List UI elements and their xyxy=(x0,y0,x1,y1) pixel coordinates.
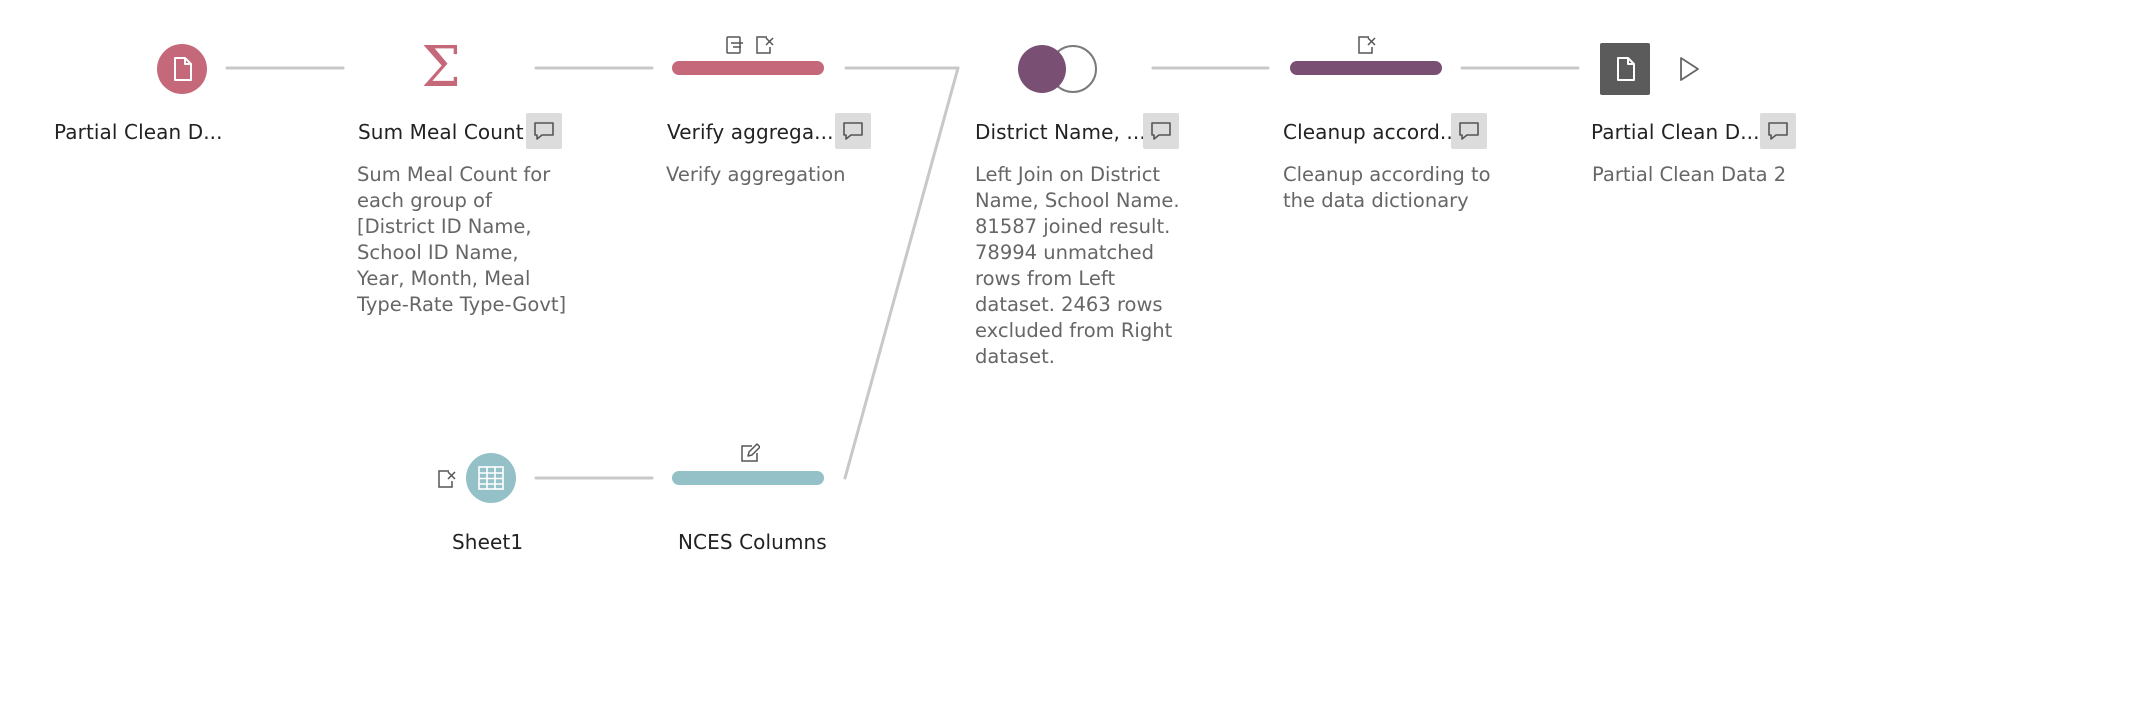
node-cleanup-title[interactable]: Cleanup accord... xyxy=(1283,120,1460,144)
node-verify-title[interactable]: Verify aggrega... xyxy=(667,120,834,144)
remove-field-change-button-sheet[interactable] xyxy=(436,468,458,490)
remove-field-icon xyxy=(438,470,456,488)
comment-icon xyxy=(1459,122,1479,140)
node-clean-nces-columns[interactable] xyxy=(672,471,824,485)
filter-change-button[interactable] xyxy=(724,34,746,56)
node-nces-title[interactable]: NCES Columns xyxy=(678,530,827,554)
node-aggregate-title[interactable]: Sum Meal Count xyxy=(358,120,524,144)
comment-icon xyxy=(534,122,554,140)
remove-field-icon xyxy=(756,36,774,54)
left-join-icon[interactable] xyxy=(1017,44,1099,94)
output-document-icon[interactable] xyxy=(1600,43,1650,95)
remove-field-change-button-cleanup[interactable] xyxy=(1356,34,1378,56)
sigma-icon[interactable]: Σ xyxy=(421,35,461,100)
remove-field-change-button[interactable] xyxy=(754,34,776,56)
table-grid-icon[interactable] xyxy=(466,453,516,503)
comment-button-verify[interactable] xyxy=(835,113,871,149)
node-sheet1-title[interactable]: Sheet1 xyxy=(452,530,524,554)
node-output-description: Partial Clean Data 2 xyxy=(1592,163,1787,186)
document-icon[interactable] xyxy=(157,44,207,94)
node-aggregate-description: Sum Meal Count for each group of [Distri… xyxy=(357,163,567,316)
node-cleanup-description: Cleanup according to the data dictionary xyxy=(1283,163,1491,212)
node-clean-cleanup[interactable] xyxy=(1290,61,1442,75)
node-output-partial-clean-data[interactable] xyxy=(1600,43,1650,95)
filter-icon xyxy=(726,36,743,54)
node-verify-description: Verify aggregation xyxy=(666,163,846,186)
node-join-district-name[interactable] xyxy=(1017,44,1099,94)
node-join-description: Left Join on District Name, School Name.… xyxy=(975,163,1180,368)
node-output-title[interactable]: Partial Clean D... xyxy=(1591,120,1760,144)
comment-icon xyxy=(1151,122,1171,140)
comment-button-join[interactable] xyxy=(1143,113,1179,149)
connector-nces-join xyxy=(843,66,960,480)
play-icon xyxy=(1680,57,1699,81)
remove-field-icon xyxy=(1358,36,1376,54)
node-join-title[interactable]: District Name, ... xyxy=(975,120,1146,144)
node-input-sheet1[interactable] xyxy=(466,453,516,503)
comment-button-output[interactable] xyxy=(1760,113,1796,149)
comment-button-cleanup[interactable] xyxy=(1451,113,1487,149)
node-input-title[interactable]: Partial Clean D... xyxy=(54,120,223,144)
edit-icon xyxy=(741,443,760,462)
rename-change-button[interactable] xyxy=(739,442,761,464)
comment-icon xyxy=(1768,122,1788,140)
run-flow-button[interactable] xyxy=(1675,55,1703,83)
comment-icon xyxy=(843,122,863,140)
node-input-partial-clean-data[interactable] xyxy=(157,44,207,94)
node-clean-verify-aggregation[interactable] xyxy=(672,61,824,75)
node-aggregate-sum-meal-count[interactable]: Σ xyxy=(416,40,466,96)
comment-button-aggregate[interactable] xyxy=(526,113,562,149)
